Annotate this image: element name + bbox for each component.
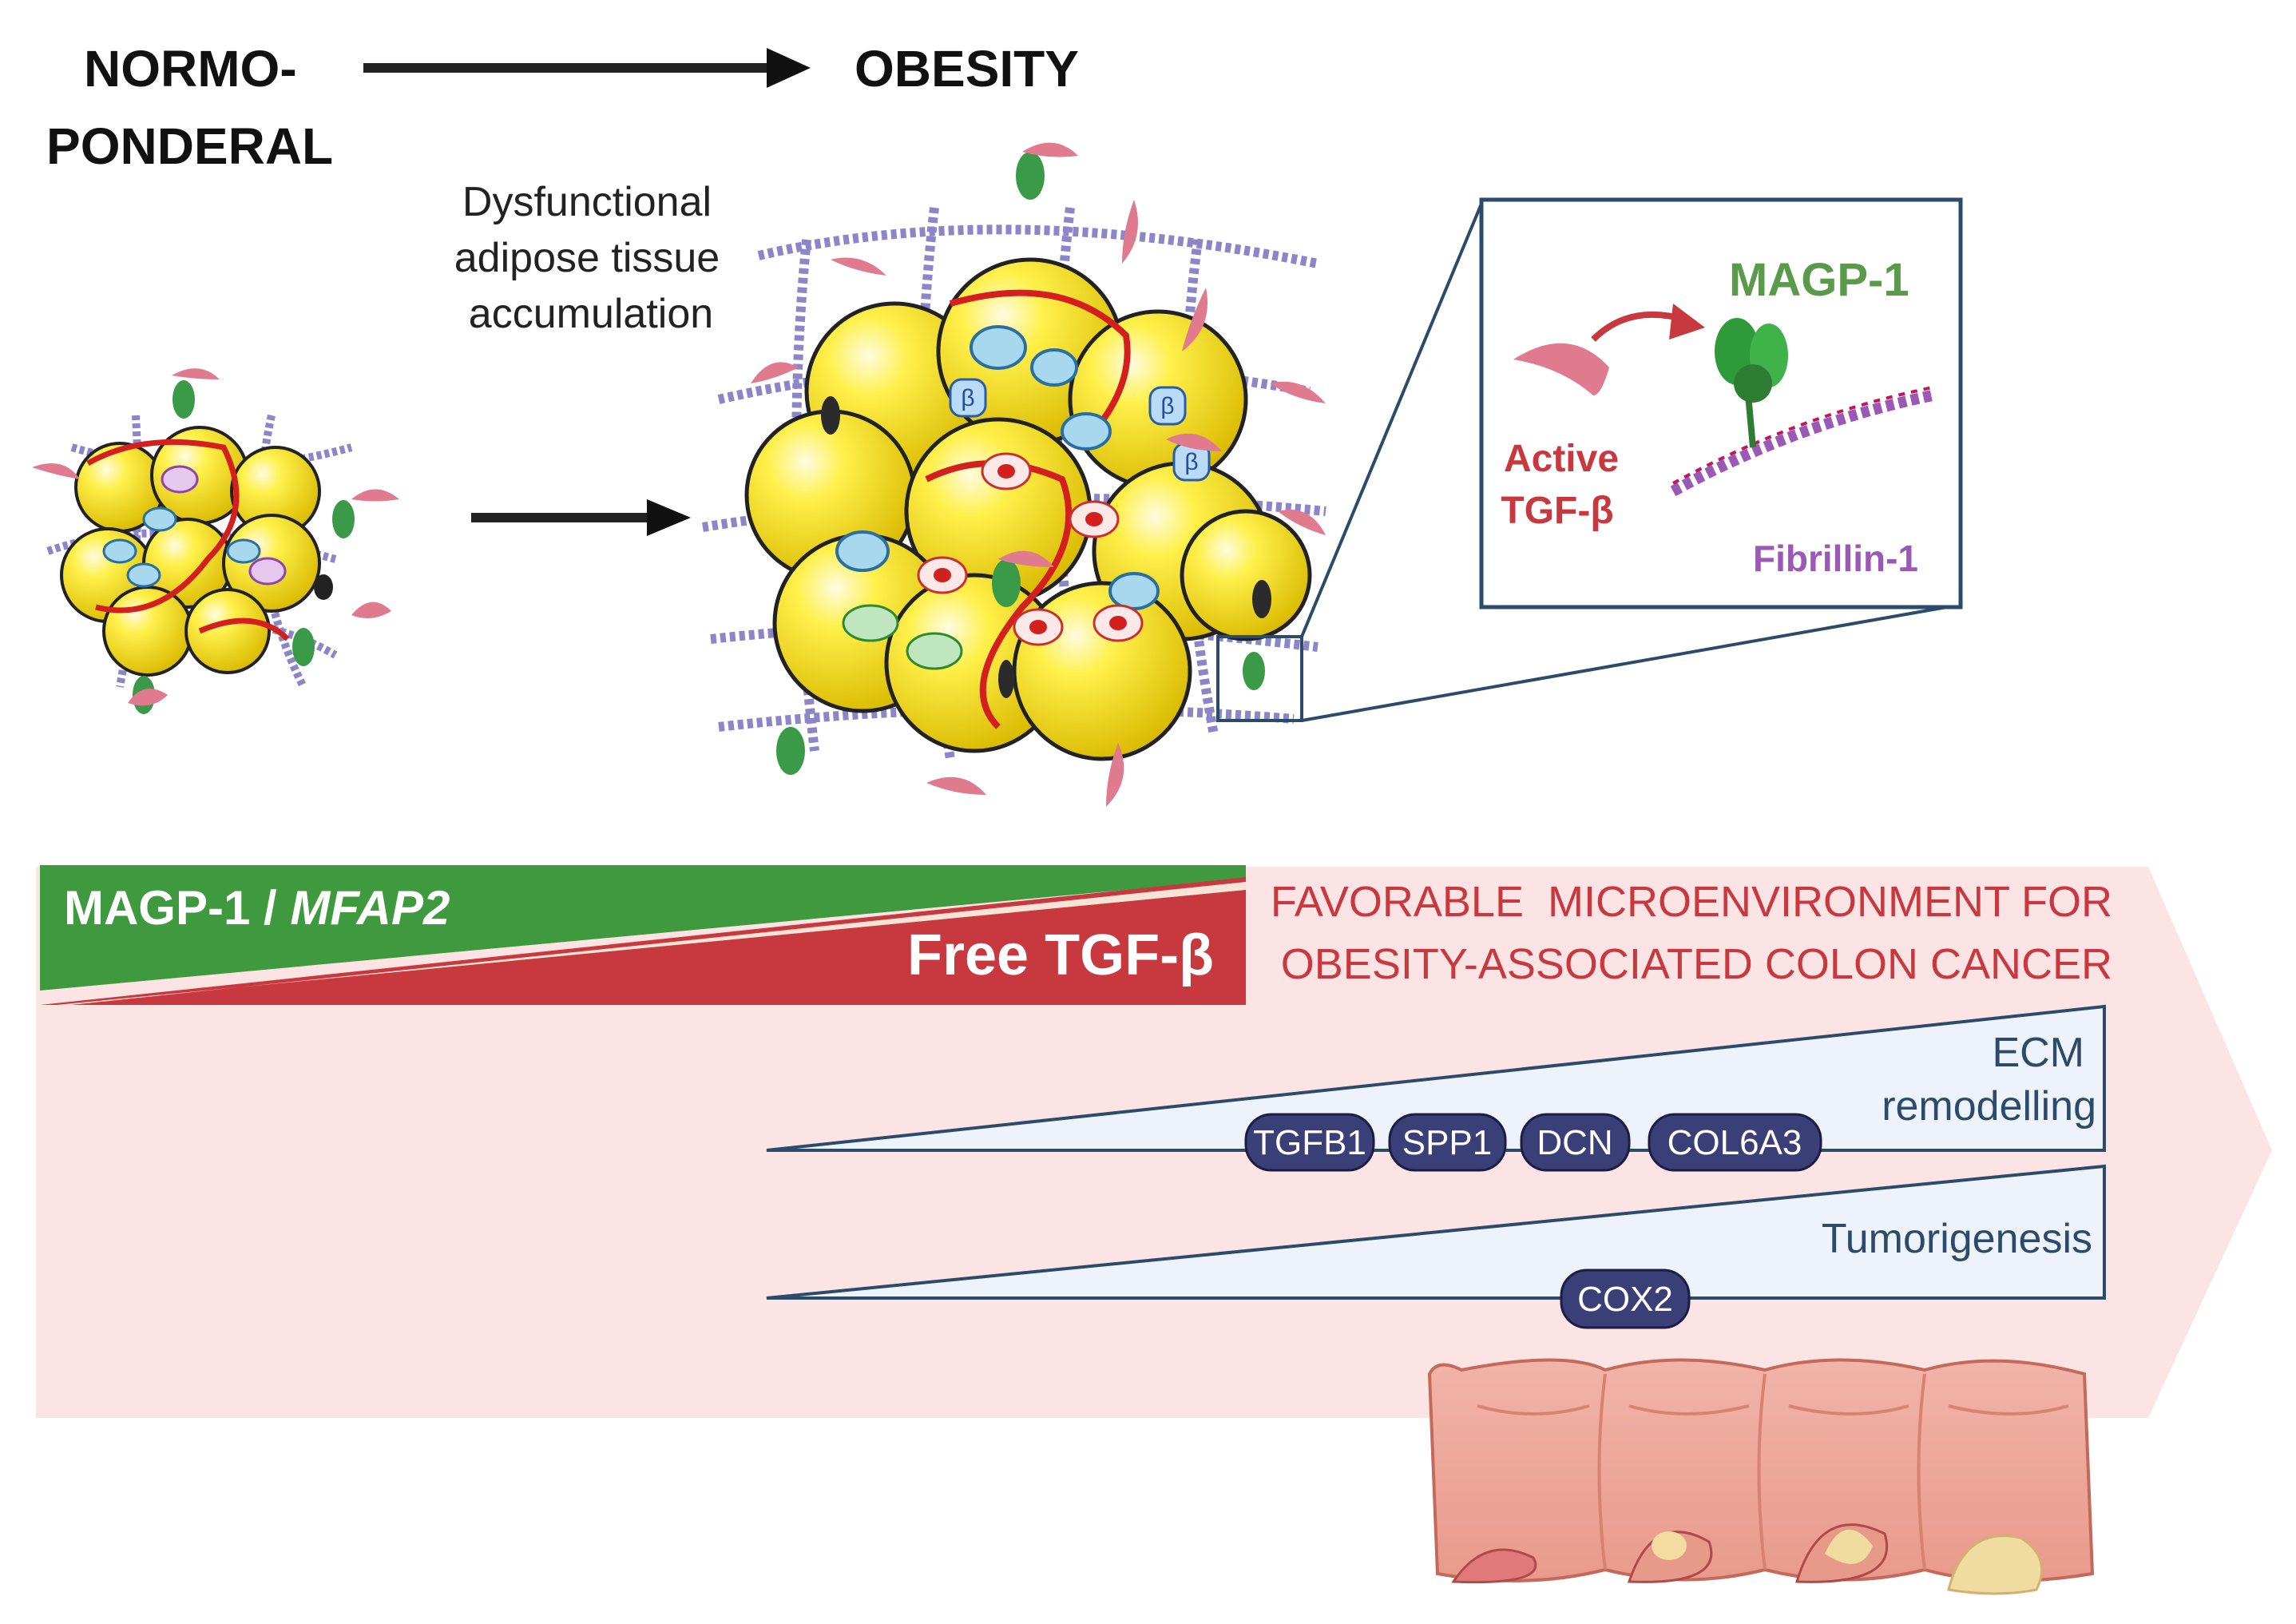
gene-pill-label: COX2 <box>1577 1280 1673 1319</box>
process-line2: adipose tissue <box>454 235 720 281</box>
microenvironment-line2: OBESITY-ASSOCIATED COLON CANCER <box>1281 940 2112 988</box>
normoponderal-adipose-tissue <box>32 368 399 714</box>
beta-receptor-cells: β β β <box>949 378 1211 482</box>
gene-pill-label: COL6A3 <box>1667 1123 1802 1162</box>
normo-ponderal-label-line2: PONDERAL <box>46 117 333 175</box>
tgf-gradient-bar: Free TGF-β <box>40 877 1246 1008</box>
beta-glyph-2: β <box>1160 393 1174 419</box>
beta-glyph-3: β <box>1184 449 1198 475</box>
gene-pill-label: DCN <box>1537 1123 1612 1162</box>
stromal-cells <box>821 396 1271 698</box>
gene-pill: COX2 <box>1560 1269 1691 1329</box>
tumorigenesis-wedge: Tumorigenesis COX2 <box>766 1164 2106 1329</box>
zoom-box <box>1216 635 1303 722</box>
header: NORMO- PONDERAL OBESITY <box>46 40 1079 175</box>
ecm-remodelling-wedge: ECM remodelling TGFB1 SPP1 DCN COL6A3 <box>766 1004 2106 1172</box>
zoom-connector-lines <box>1300 203 1961 722</box>
beta-glyph-1: β <box>961 385 974 411</box>
obese-adipose-tissue: β β β <box>702 142 1326 807</box>
gene-pill: COL6A3 <box>1648 1113 1822 1172</box>
microenvironment-line1: FAVORABLE MICROENVIRONMENT FOR <box>1271 878 2112 926</box>
inset-tgf-icon <box>1513 343 1609 395</box>
magp-label-gene: MFAP2 <box>290 881 450 935</box>
gene-pill: SPP1 <box>1388 1113 1507 1172</box>
process-line3: accumulation <box>469 291 713 337</box>
normo-ponderal-label-line1: NORMO- <box>84 40 297 97</box>
process-line1: Dysfunctional <box>462 179 712 225</box>
inset-magp-icon <box>1715 318 1788 448</box>
magp-label-prefix: MAGP-1 / <box>64 881 290 935</box>
obese-immune-cells <box>835 325 1160 610</box>
inset-active-line1: Active <box>1504 438 1619 480</box>
inset-magp-label: MAGP-1 <box>1729 254 1909 306</box>
inset-panel: MAGP-1 Active TGF-β Fibrillin-1 <box>1479 197 1963 609</box>
magp-gradient-bar: MAGP-1 / MFAP2 <box>40 865 1246 991</box>
ecm-gene-pills: TGFB1 SPP1 DCN COL6A3 <box>1244 1113 1822 1172</box>
small-tgf-icons <box>32 368 399 706</box>
gene-pill-label: SPP1 <box>1402 1123 1493 1162</box>
ecm-label-line2: remodelling <box>1882 1083 2096 1130</box>
free-tgf-label: Free TGF-β <box>907 923 1214 987</box>
ecm-label-line1: ECM <box>1992 1030 2084 1076</box>
magp-gradient-label: MAGP-1 / MFAP2 <box>64 881 450 935</box>
obese-adipocytes <box>744 257 1312 761</box>
colon-illustration <box>1427 1358 2095 1595</box>
gene-pill: DCN <box>1520 1113 1631 1172</box>
accumulation-arrow <box>471 499 691 536</box>
microenvironment-caption: FAVORABLE MICROENVIRONMENT FOR OBESITY-A… <box>1271 878 2112 988</box>
gene-pill: TGFB1 <box>1244 1113 1375 1172</box>
obesity-label: OBESITY <box>855 40 1079 97</box>
tumorigenesis-label: Tumorigenesis <box>1822 1216 2092 1262</box>
obese-tgf-icons <box>751 142 1326 807</box>
inset-fibrillin-label: Fibrillin-1 <box>1753 538 1918 579</box>
gene-pill-label: TGFB1 <box>1253 1123 1366 1162</box>
process-caption: Dysfunctional adipose tissue accumulatio… <box>454 179 720 337</box>
obese-magp-icons <box>776 152 1265 775</box>
progression-arrow <box>363 48 811 88</box>
inset-active-line2: TGF-β <box>1501 490 1613 532</box>
